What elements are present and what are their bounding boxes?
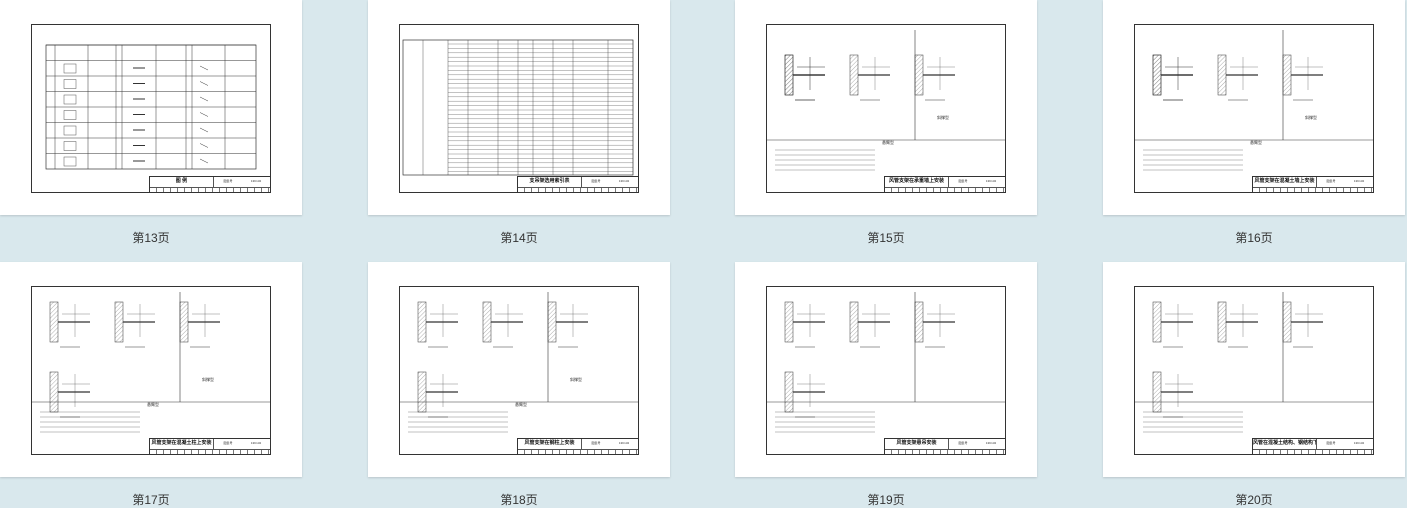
drawing-sketch	[1134, 292, 1374, 433]
page-label[interactable]: 第17页	[132, 493, 170, 507]
drawing-frame: 风管支架悬吊安装 图集号 13K132	[766, 286, 1006, 455]
drawing-sketch	[1134, 30, 1374, 171]
atlas-label: 图集号	[958, 179, 968, 183]
title-block: 风管支架在混凝土柱上安装 图集号 13K132	[149, 438, 270, 454]
drawing-title: 风管支架悬吊安装	[885, 439, 949, 449]
drawing-sketch	[399, 292, 639, 433]
atlas-number: 13K132	[985, 179, 997, 183]
atlas-label: 图集号	[591, 441, 601, 445]
atlas-number: 13K132	[618, 179, 630, 183]
title-block: 风管支架在混凝土墙上安装 图集号 13K132	[1252, 176, 1373, 192]
drawing-title: 风管支架在混凝土墙上安装	[1253, 177, 1317, 187]
page-label[interactable]: 第18页	[500, 493, 538, 507]
drawing-frame: 风管在混凝土结构、钢结构下垂吊安装 图集号 13K132	[1134, 286, 1374, 455]
atlas-label: 图集号	[223, 441, 233, 445]
drawing-title: 风管支架在承重墙上安装	[885, 177, 949, 187]
drawing-title: 图 例	[150, 177, 214, 187]
page-label[interactable]: 第16页	[1235, 231, 1273, 245]
drawing-sketch	[31, 292, 271, 433]
atlas-number: 13K132	[250, 179, 262, 183]
drawing-sketch	[766, 30, 1006, 171]
page-label[interactable]: 第20页	[1235, 493, 1273, 507]
page-thumbnail[interactable]: 风管支架在钢柱上安装 图集号 13K132 悬臂型 斜撑型	[368, 262, 670, 477]
atlas-label: 图集号	[1326, 179, 1336, 183]
page-thumbnail[interactable]: 支吊架选用索引表 图集号 13K132	[368, 0, 670, 215]
atlas-label: 图集号	[223, 179, 233, 183]
title-block: 风管支架在承重墙上安装 图集号 13K132	[884, 176, 1005, 192]
drawing-frame: 图 例 图集号 13K132	[31, 24, 271, 193]
title-block: 图 例 图集号 13K132	[149, 176, 270, 192]
page-label[interactable]: 第14页	[500, 231, 538, 245]
atlas-number: 13K132	[618, 441, 630, 445]
drawing-section-tag: 悬臂型	[147, 402, 159, 407]
page-thumbnail[interactable]: 风管在混凝土结构、钢结构下垂吊安装 图集号 13K132	[1103, 262, 1405, 477]
title-block: 支吊架选用索引表 图集号 13K132	[517, 176, 638, 192]
page-thumbnail[interactable]: 风管支架在混凝土柱上安装 图集号 13K132 悬臂型 斜撑型	[0, 262, 302, 477]
drawing-section-tag: 悬臂型	[515, 402, 527, 407]
atlas-number: 13K132	[1353, 441, 1365, 445]
atlas-number: 13K132	[250, 441, 262, 445]
page-thumbnail[interactable]: 风管支架在承重墙上安装 图集号 13K132 悬臂型 斜撑型	[735, 0, 1037, 215]
drawing-frame: 支吊架选用索引表 图集号 13K132	[399, 24, 639, 193]
drawing-section-tag: 斜撑型	[570, 377, 582, 382]
title-block: 风管支架在钢柱上安装 图集号 13K132	[517, 438, 638, 454]
atlas-label: 图集号	[958, 441, 968, 445]
drawing-title: 风管支架在混凝土柱上安装	[150, 439, 214, 449]
drawing-title: 风管支架在钢柱上安装	[518, 439, 582, 449]
drawing-sketch	[766, 292, 1006, 433]
page-label[interactable]: 第15页	[867, 231, 905, 245]
drawing-section-tag: 斜撑型	[202, 377, 214, 382]
drawing-section-tag: 悬臂型	[882, 140, 894, 145]
title-block: 风管支架悬吊安装 图集号 13K132	[884, 438, 1005, 454]
drawing-sketch	[402, 39, 634, 176]
page-thumbnail[interactable]: 图 例 图集号 13K132	[0, 0, 302, 215]
drawing-frame: 风管支架在混凝土墙上安装 图集号 13K132 悬臂型 斜撑型	[1134, 24, 1374, 193]
page-label[interactable]: 第19页	[867, 493, 905, 507]
title-block: 风管在混凝土结构、钢结构下垂吊安装 图集号 13K132	[1252, 438, 1373, 454]
atlas-label: 图集号	[591, 179, 601, 183]
atlas-label: 图集号	[1326, 441, 1336, 445]
drawing-title: 风管在混凝土结构、钢结构下垂吊安装	[1253, 439, 1317, 449]
atlas-number: 13K132	[985, 441, 997, 445]
page-thumbnail[interactable]: 风管支架在混凝土墙上安装 图集号 13K132 悬臂型 斜撑型	[1103, 0, 1405, 215]
drawing-sketch	[45, 44, 257, 170]
page-thumbnail[interactable]: 风管支架悬吊安装 图集号 13K132	[735, 262, 1037, 477]
drawing-section-tag: 斜撑型	[937, 115, 949, 120]
page-label[interactable]: 第13页	[132, 231, 170, 245]
drawing-section-tag: 悬臂型	[1250, 140, 1262, 145]
drawing-title: 支吊架选用索引表	[518, 177, 582, 187]
drawing-frame: 风管支架在混凝土柱上安装 图集号 13K132 悬臂型 斜撑型	[31, 286, 271, 455]
drawing-section-tag: 斜撑型	[1305, 115, 1317, 120]
atlas-number: 13K132	[1353, 179, 1365, 183]
drawing-frame: 风管支架在承重墙上安装 图集号 13K132 悬臂型 斜撑型	[766, 24, 1006, 193]
drawing-frame: 风管支架在钢柱上安装 图集号 13K132 悬臂型 斜撑型	[399, 286, 639, 455]
